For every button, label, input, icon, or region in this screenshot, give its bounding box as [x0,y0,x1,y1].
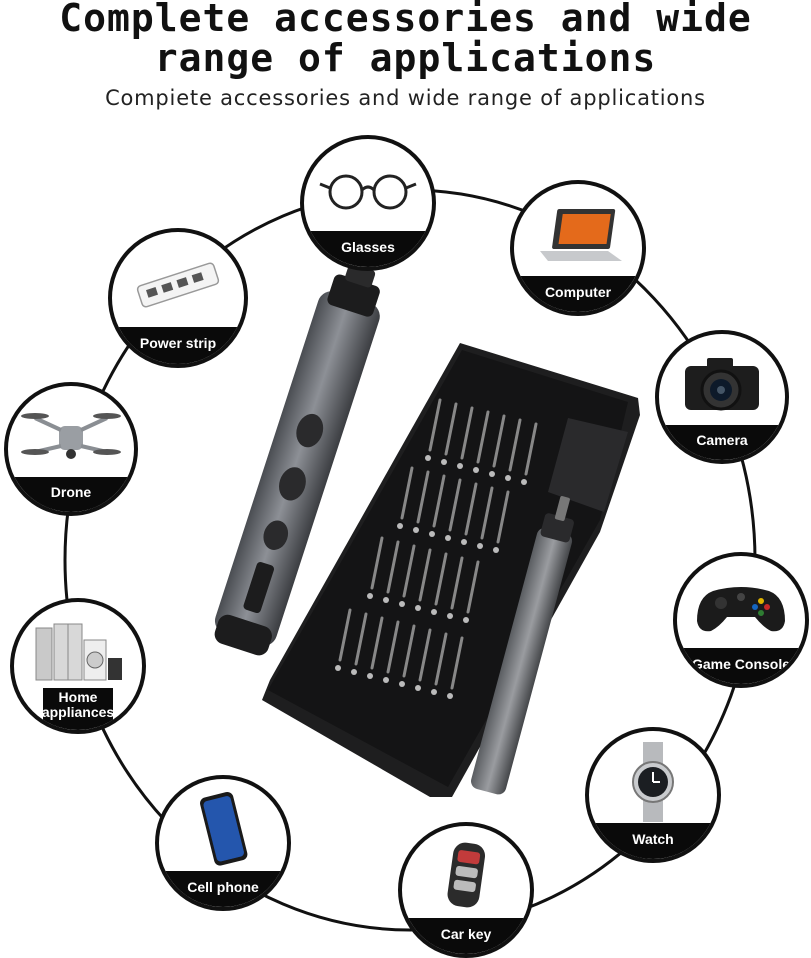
caption-watch: Watch [589,823,717,859]
bit [492,414,506,468]
bit-marker [463,617,469,623]
application-computer: Computer [510,180,646,316]
power-strip-icon [136,262,220,308]
bit [386,620,400,674]
bit-marker [447,613,453,619]
bit [418,628,432,682]
caption-drone: Drone [8,476,134,512]
bit [508,418,522,472]
bit [416,470,430,524]
bit-marker [399,601,405,607]
game-controller-icon [697,587,785,632]
bit-marker [383,677,389,683]
bit-marker [367,673,373,679]
bit-marker [493,547,499,553]
bit [496,490,510,544]
bit [402,544,416,598]
bit [464,482,478,536]
caption-car-key: Car key [402,918,530,954]
bit-marker [447,693,453,699]
page-subtitle: Compiete accessories and wide range of a… [105,86,706,110]
bit [480,486,494,540]
caption-computer: Computer [514,276,642,312]
bit-marker [415,685,421,691]
caption-game-console: Game Console [677,648,805,684]
application-cell-phone: Cell phone [155,775,291,911]
bit-marker [505,475,511,481]
application-game-console: Game Console [673,552,809,688]
page-title-line-1: Complete accessories and wide [59,0,752,40]
bit-marker [461,539,467,545]
bit-marker [399,681,405,687]
drone-icon [21,413,121,460]
bit-marker [383,597,389,603]
bit-marker [445,535,451,541]
bit-marker [489,471,495,477]
application-car-key: Car key [398,822,534,958]
precision-handle [471,496,574,795]
bit [338,608,352,662]
application-watch: Watch [585,727,721,863]
bit-marker [441,459,447,465]
application-camera: Camera [655,330,789,464]
caption-home-appliances: Home appliances [42,687,114,730]
bit-marker [335,665,341,671]
bit-marker [473,467,479,473]
cell-phone-icon [200,792,248,866]
bit-case-icon [262,343,640,797]
bit-marker [457,463,463,469]
bit [448,478,462,532]
bit [370,536,384,590]
caption-power-strip: Power strip [112,327,244,364]
bit-marker [431,689,437,695]
bit [450,556,464,610]
bit-marker [521,479,527,485]
bit [400,466,414,520]
watch-icon [632,742,674,823]
bit [370,616,384,670]
caption-glasses: Glasses [304,231,432,267]
caption-cell-phone: Cell phone [159,871,287,907]
bit-marker [425,455,431,461]
bit-marker [431,609,437,615]
application-glasses: Glasses [300,135,436,271]
bit-marker [413,527,419,533]
camera-icon [685,358,759,411]
bit [450,636,464,690]
bit-marker [367,593,373,599]
bit [460,406,474,460]
application-power-strip: Power strip [108,228,248,368]
bit [476,410,490,464]
bit-marker [397,523,403,529]
home-appliances-icon [35,623,122,681]
caption-camera: Camera [659,424,785,460]
bit [434,552,448,606]
page-title-line-2: range of applications [154,36,657,80]
bit-marker [415,605,421,611]
car-key-icon [447,842,486,908]
application-drone: Drone [4,382,138,516]
bit [432,474,446,528]
bit [434,632,448,686]
bit-marker [477,543,483,549]
bit [386,540,400,594]
laptop-icon [540,209,622,262]
bit-marker [351,669,357,675]
application-home-appliances: Home appliances [10,598,146,734]
bit [418,548,432,602]
bit [444,402,458,456]
bit [466,560,480,614]
glasses-icon [319,174,417,210]
bit-marker [429,531,435,537]
bit [354,612,368,666]
bit [402,624,416,678]
bit [524,422,538,476]
electric-screwdriver-icon [214,263,380,656]
bit [428,398,442,452]
